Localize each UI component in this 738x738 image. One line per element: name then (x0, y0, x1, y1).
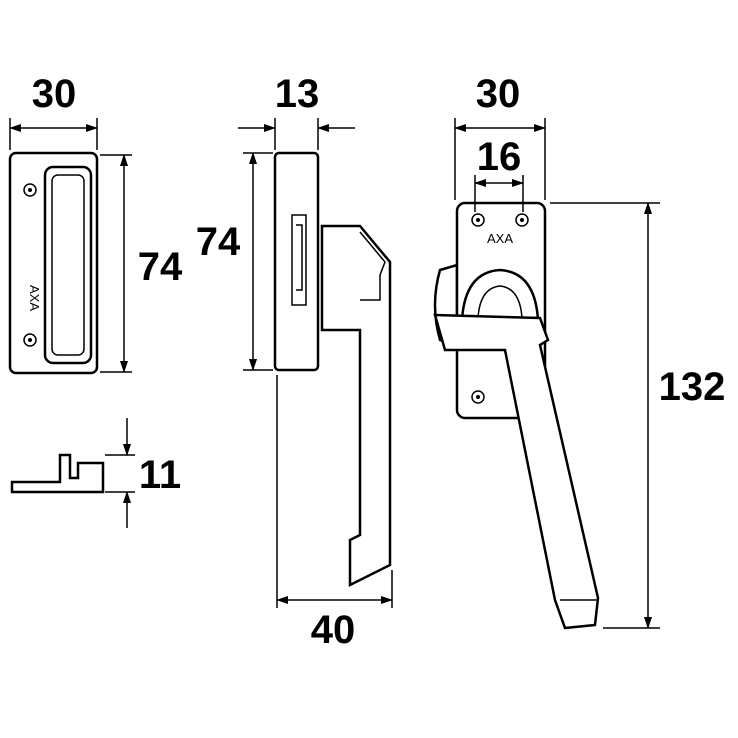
dim-label: 30 (476, 72, 521, 116)
dim-side-height: 74 (196, 152, 273, 371)
screw-hole-icon (23, 333, 37, 347)
dim-total-height: 132 (550, 202, 726, 629)
dim-label: 40 (311, 608, 356, 652)
screw-hole-icon (23, 183, 37, 197)
dim-side-projection: 40 (276, 375, 393, 652)
dim-label: 132 (659, 365, 726, 409)
dim-label: 16 (477, 135, 522, 179)
dim-keeper-height: 74 (100, 154, 183, 373)
dim-hole-spacing: 16 (474, 135, 524, 212)
handle-logo: AXA (487, 231, 513, 246)
keeper-profile: 11 (10, 418, 181, 528)
dim-label: 74 (138, 245, 183, 289)
dim-label: 11 (139, 453, 181, 497)
handle-front-view: AXA (433, 201, 600, 630)
handle-side-view (273, 151, 392, 588)
dim-label: 13 (275, 72, 320, 116)
dim-label: 30 (32, 72, 77, 116)
dim-front-width: 30 (454, 72, 546, 200)
screw-hole-icon (515, 213, 529, 227)
dim-side-depth: 13 (238, 72, 355, 150)
keeper-logo: AXA (27, 285, 42, 311)
dim-label: 74 (196, 220, 241, 264)
screw-hole-icon (471, 213, 485, 227)
screw-hole-icon (471, 390, 485, 404)
keeper-front-view: AXA (8, 151, 99, 375)
dim-keeper-width: 30 (9, 72, 98, 150)
